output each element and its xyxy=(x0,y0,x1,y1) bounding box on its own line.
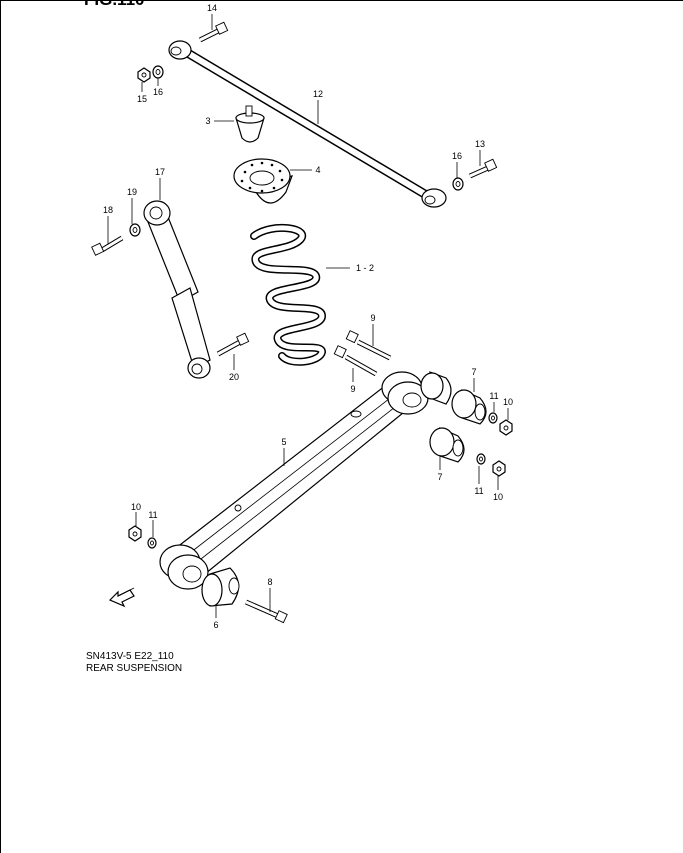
bushing-7b[interactable] xyxy=(429,427,465,463)
callout-9a: 9 xyxy=(370,313,375,323)
washer-11a[interactable] xyxy=(488,412,498,424)
bolt-9a[interactable] xyxy=(345,330,392,361)
figure-title: FIG.110 xyxy=(84,0,144,10)
bolt-14[interactable] xyxy=(198,21,229,43)
spring-seat[interactable] xyxy=(233,158,293,204)
nut-15[interactable] xyxy=(137,67,151,83)
callout-7b: 7 xyxy=(437,472,442,482)
callout-17: 17 xyxy=(155,167,165,177)
callout-1-2: 1 - 2 xyxy=(356,263,374,273)
bushing-upper[interactable] xyxy=(420,371,452,405)
bolt-20[interactable] xyxy=(216,332,250,357)
bump-stopper[interactable] xyxy=(235,105,265,143)
diagram-code: SN413V-5 E22_110 xyxy=(86,651,174,662)
trailing-arm[interactable] xyxy=(159,371,429,590)
front-arrow-icon xyxy=(108,587,135,608)
callout-10b: 10 xyxy=(493,492,503,502)
callout-labels: 14 15 16 12 3 4 16 13 17 19 18 1 - 2 9 9… xyxy=(103,3,513,630)
callout-11b: 11 xyxy=(474,486,483,496)
frame-left-border xyxy=(0,0,1,853)
nut-10c[interactable] xyxy=(128,525,142,542)
bolt-8[interactable] xyxy=(244,599,288,624)
callout-11c: 11 xyxy=(148,510,157,520)
washer-11c[interactable] xyxy=(147,537,157,549)
callout-18: 18 xyxy=(103,205,113,215)
washer-16b[interactable] xyxy=(452,177,464,191)
callout-3: 3 xyxy=(205,116,210,126)
washer-19[interactable] xyxy=(129,223,141,237)
frame-top-border xyxy=(0,0,683,1)
nut-10b[interactable] xyxy=(492,460,506,477)
callout-16b: 16 xyxy=(452,151,462,161)
callout-19: 19 xyxy=(127,187,137,197)
washer-11b[interactable] xyxy=(476,453,486,465)
callout-7a: 7 xyxy=(471,367,476,377)
callout-5: 5 xyxy=(281,437,286,447)
leader-lines xyxy=(107,14,509,618)
callout-16a: 16 xyxy=(153,87,163,97)
callout-20: 20 xyxy=(229,372,239,382)
lateral-rod[interactable] xyxy=(168,40,447,208)
callout-6: 6 xyxy=(213,620,218,630)
callout-13: 13 xyxy=(475,139,485,149)
callout-10c: 10 xyxy=(131,502,141,512)
callout-14: 14 xyxy=(207,3,217,13)
diagram-caption: REAR SUSPENSION xyxy=(86,663,183,674)
callout-11a: 11 xyxy=(489,391,498,401)
callout-15: 15 xyxy=(137,94,147,104)
bushing-6[interactable] xyxy=(201,567,240,607)
shock-absorber[interactable] xyxy=(143,200,211,379)
bolt-18[interactable] xyxy=(91,235,124,256)
coil-spring[interactable] xyxy=(250,223,327,366)
callout-12: 12 xyxy=(313,89,323,99)
callout-10a: 10 xyxy=(503,397,513,407)
nut-10a[interactable] xyxy=(499,419,513,436)
bushing-7a[interactable] xyxy=(451,389,487,425)
bolt-9b[interactable] xyxy=(333,345,378,377)
bolt-13[interactable] xyxy=(468,158,498,179)
callout-9b: 9 xyxy=(350,384,355,394)
callout-4: 4 xyxy=(315,165,320,175)
callout-8: 8 xyxy=(267,577,272,587)
washer-16a[interactable] xyxy=(152,65,164,79)
